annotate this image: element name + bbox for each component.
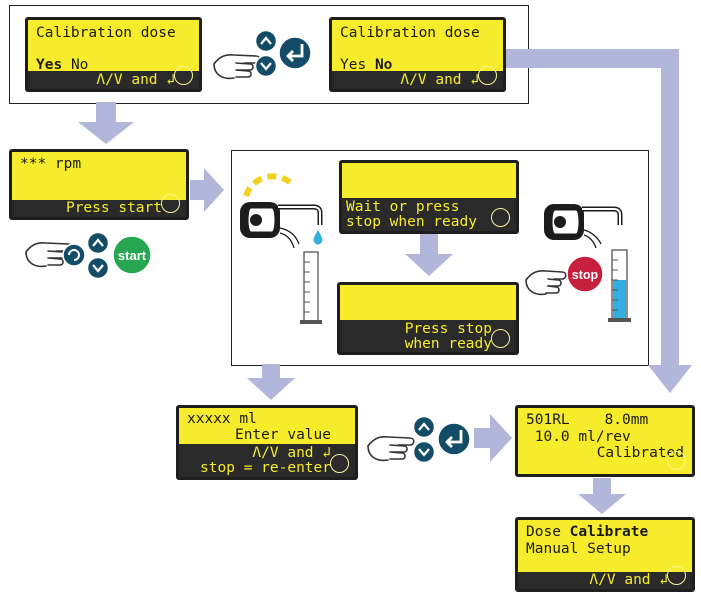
lcd-footer: Λ/V and ↲ <box>252 445 331 461</box>
arrow-right-1-shaft <box>190 180 208 200</box>
start-label: start <box>118 248 147 263</box>
hand-pointer-icon <box>525 269 567 296</box>
lcd-title: Calibration dose <box>36 25 176 41</box>
arrow-down-4-head <box>578 494 626 514</box>
re-enter-hint: stop = re-enter <box>200 460 331 476</box>
rpm-readout: *** rpm <box>20 156 82 172</box>
lcd-indicator <box>174 66 193 85</box>
lcd-footer: Press start <box>65 200 162 216</box>
enter-value-label: Enter value <box>234 427 331 443</box>
lcd-footer: Λ/V and ↲ <box>589 572 668 588</box>
pump-head-icon <box>544 204 623 249</box>
arrow-right-2-head <box>490 414 512 462</box>
lcd-footer: Λ/V and ↲ <box>400 72 479 88</box>
start-button <box>112 235 152 275</box>
pump-full-illustration: stop <box>525 204 631 322</box>
menu-dose: Dose <box>526 524 561 540</box>
lcd-indicator <box>330 454 349 473</box>
press-stop-line-1: Press stop <box>404 321 492 337</box>
lcd-press-stop: Press stop when ready <box>337 282 519 355</box>
rotation-indicator <box>243 173 295 198</box>
down-key-icon <box>254 54 278 78</box>
arrow-long-vertical <box>661 49 679 369</box>
stop-button <box>566 255 604 293</box>
lcd-footer-bar: Press start <box>12 200 186 217</box>
arrow-right-2-shaft <box>474 428 494 448</box>
arrow-down-4-shaft <box>593 478 611 498</box>
lcd-indicator <box>491 208 510 227</box>
hand-pointer-icon <box>367 435 415 462</box>
flow-per-rev: 10.0 ml/rev <box>526 429 631 445</box>
lcd-footer-bar: Λ/V and ↲ <box>332 71 503 89</box>
wait-line-1: Wait or press <box>346 199 460 215</box>
lcd-footer: Λ/V and ↲ <box>96 72 175 88</box>
arrow-down-1-shaft <box>96 102 116 126</box>
pump-head-icon <box>240 202 323 249</box>
menu-manual-setup: Manual Setup <box>526 541 631 557</box>
droplet-icon <box>313 230 323 245</box>
arrow-long-horizontal <box>505 49 679 68</box>
pump-dispensing-illustration <box>240 173 323 324</box>
lcd-message-bar: Wait or press stop when ready <box>342 198 516 231</box>
arrow-down-3-head <box>247 378 295 400</box>
arrow-down-2-shaft <box>420 234 438 256</box>
pump-model-tube: 501RL 8.0mm <box>526 412 649 428</box>
lcd-calibration-no: Calibration dose Yes No Λ/V and ↲ <box>329 17 506 92</box>
lcd-indicator <box>667 451 686 470</box>
keypad-updown-enter-1 <box>213 29 312 80</box>
lcd-footer-bar: Λ/V and ↲ <box>518 572 692 589</box>
arrow-long-head <box>648 365 692 393</box>
keypad-updown-enter-2 <box>367 415 471 464</box>
wait-line-2: stop when ready <box>346 214 477 230</box>
stop-label: stop <box>572 268 599 282</box>
lcd-calibration-yes: Calibration dose Yes No Λ/V and ↲ <box>25 17 202 92</box>
lcd-footer-bar: Λ/V and ↲ <box>28 71 199 89</box>
hand-pointer-icon <box>213 53 261 80</box>
lcd-footer-bar: Λ/V and ↲ stop = re-enter <box>179 444 355 477</box>
enter-key-icon <box>278 36 312 70</box>
lcd-wait: Wait or press stop when ready <box>339 160 519 234</box>
lcd-calibrated: 501RL 8.0mm 10.0 ml/rev Calibrated <box>515 405 695 477</box>
lcd-indicator <box>161 194 180 213</box>
yes-option-selected: Yes <box>36 57 63 73</box>
enter-key-icon <box>437 422 471 456</box>
rotate-key-icon <box>62 243 86 267</box>
yes-option: Yes <box>340 57 367 73</box>
arrow-down-3-shaft <box>262 364 280 382</box>
lcd-title: Calibration dose <box>340 25 480 41</box>
down-key-icon <box>412 440 436 464</box>
lcd-message-bar: Press stop when ready <box>340 320 516 352</box>
measuring-cylinder-icon <box>608 249 631 322</box>
no-option-selected: No <box>374 57 393 73</box>
press-stop-line-2: when ready <box>404 336 492 352</box>
no-option: No <box>70 57 89 73</box>
arrow-right-1-head <box>204 168 224 212</box>
lcd-menu: Dose Calibrate Manual Setup Λ/V and ↲ <box>515 517 695 592</box>
arrow-down-2-head <box>405 254 453 276</box>
menu-calibrate-selected: Calibrate <box>569 524 649 540</box>
calibrated-status: Calibrated <box>596 445 684 461</box>
up-key-icon <box>86 231 110 255</box>
lcd-indicator <box>478 66 497 85</box>
lcd-enter-value: xxxxx ml Enter value Λ/V and ↲ stop = re… <box>176 405 358 480</box>
lcd-press-start: *** rpm Press start <box>9 149 189 220</box>
up-key-icon <box>412 415 436 439</box>
up-key-icon <box>254 29 278 53</box>
measuring-cylinder-icon <box>300 251 322 324</box>
volume-readout: xxxxx ml <box>187 411 257 427</box>
arrow-down-1-head <box>78 122 134 144</box>
down-key-icon <box>86 256 110 280</box>
keypad-start: start <box>25 231 152 280</box>
lcd-indicator <box>491 329 510 348</box>
lcd-indicator <box>667 566 686 585</box>
